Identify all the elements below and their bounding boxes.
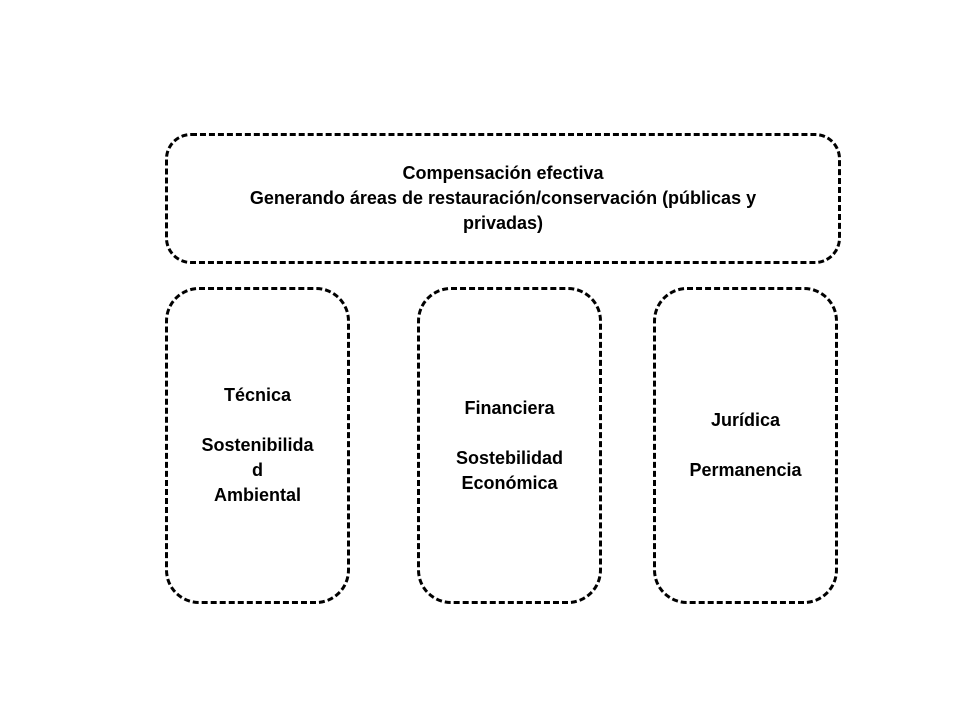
tecnica-subtitle-line-3: Ambiental	[213, 485, 301, 505]
juridica-box: Jurídica Permanencia	[653, 287, 838, 604]
tecnica-box: Técnica Sostenibilida d Ambiental	[165, 287, 350, 604]
juridica-subtitle-line-1: Permanencia	[689, 460, 802, 480]
financiera-subtitle-line-2: Económica	[461, 472, 558, 493]
tecnica-subtitle-line-2: d	[252, 460, 263, 480]
tecnica-subtitle-line-1: Sostenibilida	[201, 435, 314, 455]
financiera-subtitle-line-1: Sostebilidad	[455, 447, 563, 468]
compensation-box: Compensación efectiva Generando áreas de…	[165, 133, 841, 264]
tecnica-title: Técnica	[223, 385, 292, 405]
compensation-title: Compensación efectiva	[402, 163, 604, 183]
compensation-description-line-2: privadas)	[462, 213, 544, 233]
compensation-description-line-1: Generando áreas de restauración/conserva…	[249, 188, 757, 208]
juridica-title: Jurídica	[710, 410, 781, 430]
financiera-box: Financiera Sostebilidad Económica	[417, 287, 602, 604]
financiera-title: Financiera	[464, 397, 555, 418]
